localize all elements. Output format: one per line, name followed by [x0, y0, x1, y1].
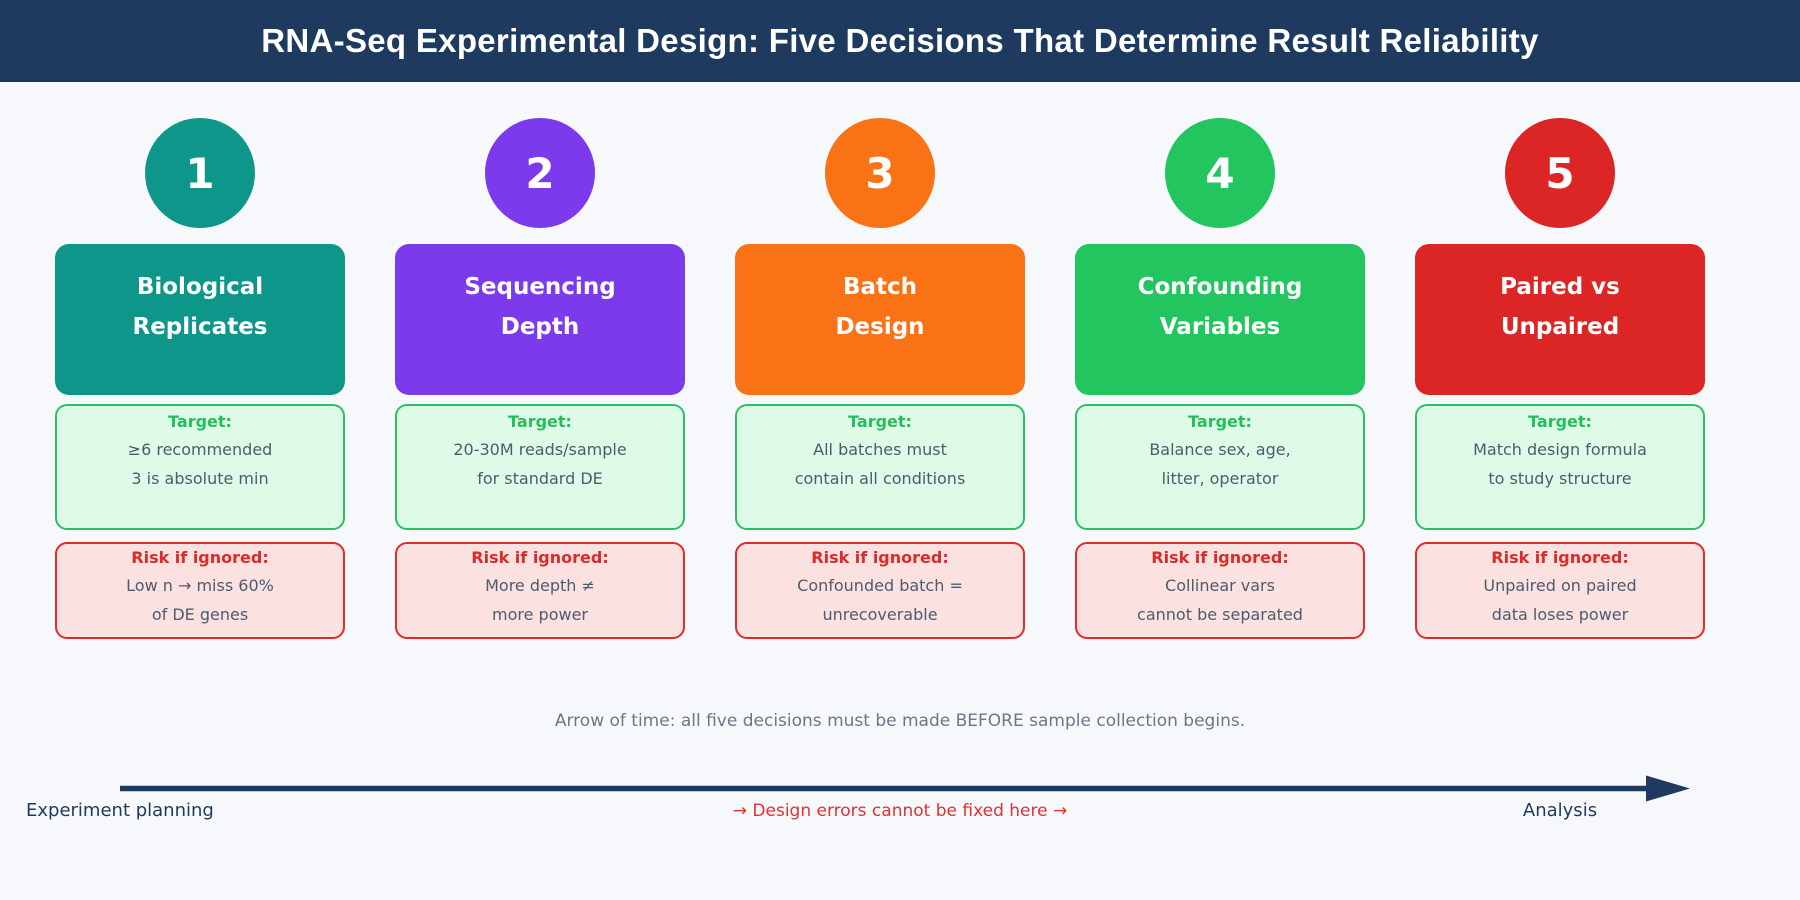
risk-line: Low n → miss 60% — [126, 576, 274, 595]
step-number: 3 — [865, 148, 895, 198]
risk-line: Unpaired on paired — [1483, 576, 1637, 595]
decision-title-line: Sequencing — [464, 274, 616, 300]
decision-title-card: Batch Design — [735, 244, 1025, 395]
target-line: Match design formula — [1473, 440, 1647, 459]
decision-title-card: Sequencing Depth — [395, 244, 685, 395]
step-number-badge: 2 — [485, 118, 595, 228]
timeline-label-analysis: Analysis — [1522, 800, 1598, 821]
decision-title-line: Biological — [136, 274, 264, 300]
decision-title-line: Unpaired — [1500, 314, 1620, 340]
decision-column: 1 Biological Replicates Target: ≥6 recom… — [55, 118, 345, 639]
risk-label: Risk if ignored: — [1151, 548, 1289, 567]
target-box: Target: Balance sex, age, litter, operat… — [1075, 404, 1365, 530]
step-number-badge: 1 — [145, 118, 255, 228]
target-label: Target: — [168, 412, 232, 431]
timeline-caption: Arrow of time: all five decisions must b… — [554, 711, 1246, 731]
target-line: 20-30M reads/sample — [453, 440, 627, 459]
timeline-arrowhead-icon — [1646, 775, 1690, 802]
decision-title-line: Batch — [842, 274, 918, 300]
risk-box: Risk if ignored: Low n → miss 60% of DE … — [55, 542, 345, 639]
page-title: RNA-Seq Experimental Design: Five Decisi… — [261, 22, 1539, 59]
risk-line: unrecoverable — [822, 604, 938, 624]
target-line: ≥6 recommended — [127, 440, 273, 459]
decision-column: 2 Sequencing Depth Target: 20-30M reads/… — [395, 118, 685, 639]
timeline-label-warning: → Design errors cannot be fixed here → — [732, 801, 1068, 821]
step-number-badge: 3 — [825, 118, 935, 228]
target-box: Target: ≥6 recommended 3 is absolute min — [55, 404, 345, 530]
risk-label: Risk if ignored: — [131, 548, 269, 567]
decision-title-card: Biological Replicates — [55, 244, 345, 395]
target-line: contain all conditions — [794, 468, 966, 488]
decision-column: 5 Paired vs Unpaired Target: Match desig… — [1415, 118, 1705, 639]
risk-line: more power — [492, 604, 588, 624]
decision-title-line: Confounding — [1137, 274, 1303, 300]
risk-box: Risk if ignored: More depth ≠ more power — [395, 542, 685, 639]
risk-label: Risk if ignored: — [1491, 548, 1629, 567]
risk-label: Risk if ignored: — [471, 548, 609, 567]
risk-line: cannot be separated — [1137, 604, 1303, 624]
decision-title-line: Design — [835, 314, 925, 340]
target-line: for standard DE — [477, 468, 603, 488]
target-label: Target: — [508, 412, 572, 431]
step-number-badge: 4 — [1165, 118, 1275, 228]
target-box: Target: Match design formula to study st… — [1415, 404, 1705, 530]
risk-line: Collinear vars — [1165, 576, 1275, 595]
target-box: Target: All batches must contain all con… — [735, 404, 1025, 530]
risk-line: Confounded batch = — [797, 576, 963, 595]
risk-line: of DE genes — [151, 604, 249, 624]
decision-title-card: Confounding Variables — [1075, 244, 1365, 395]
risk-box: Risk if ignored: Confounded batch = unre… — [735, 542, 1025, 639]
target-label: Target: — [1188, 412, 1252, 431]
decision-column: 3 Batch Design Target: All batches must … — [735, 118, 1025, 639]
timeline-arrow — [120, 775, 1690, 802]
step-number: 4 — [1205, 148, 1235, 198]
decision-title-line: Depth — [500, 314, 580, 340]
decision-title-line: Paired vs — [1500, 274, 1620, 300]
step-number: 5 — [1545, 148, 1575, 198]
target-line: 3 is absolute min — [131, 468, 269, 488]
target-line: Balance sex, age, — [1149, 440, 1291, 459]
target-label: Target: — [1528, 412, 1592, 431]
risk-line: More depth ≠ — [485, 576, 595, 595]
target-line: to study structure — [1488, 468, 1632, 488]
decision-columns: 1 Biological Replicates Target: ≥6 recom… — [55, 118, 1745, 639]
risk-line: data loses power — [1491, 604, 1629, 624]
target-box: Target: 20-30M reads/sample for standard… — [395, 404, 685, 530]
target-line: litter, operator — [1161, 468, 1279, 488]
step-number: 2 — [525, 148, 555, 198]
target-line: All batches must — [813, 440, 947, 459]
step-number-badge: 5 — [1505, 118, 1615, 228]
title-bar: RNA-Seq Experimental Design: Five Decisi… — [0, 0, 1800, 82]
decision-title-line: Variables — [1159, 314, 1281, 340]
risk-label: Risk if ignored: — [811, 548, 949, 567]
decision-column: 4 Confounding Variables Target: Balance … — [1075, 118, 1365, 639]
risk-box: Risk if ignored: Collinear vars cannot b… — [1075, 542, 1365, 639]
decision-title-card: Paired vs Unpaired — [1415, 244, 1705, 395]
decision-title-line: Replicates — [132, 314, 268, 340]
timeline-label-planning: Experiment planning — [26, 800, 214, 821]
risk-box: Risk if ignored: Unpaired on paired data… — [1415, 542, 1705, 639]
target-label: Target: — [848, 412, 912, 431]
step-number: 1 — [185, 148, 215, 198]
